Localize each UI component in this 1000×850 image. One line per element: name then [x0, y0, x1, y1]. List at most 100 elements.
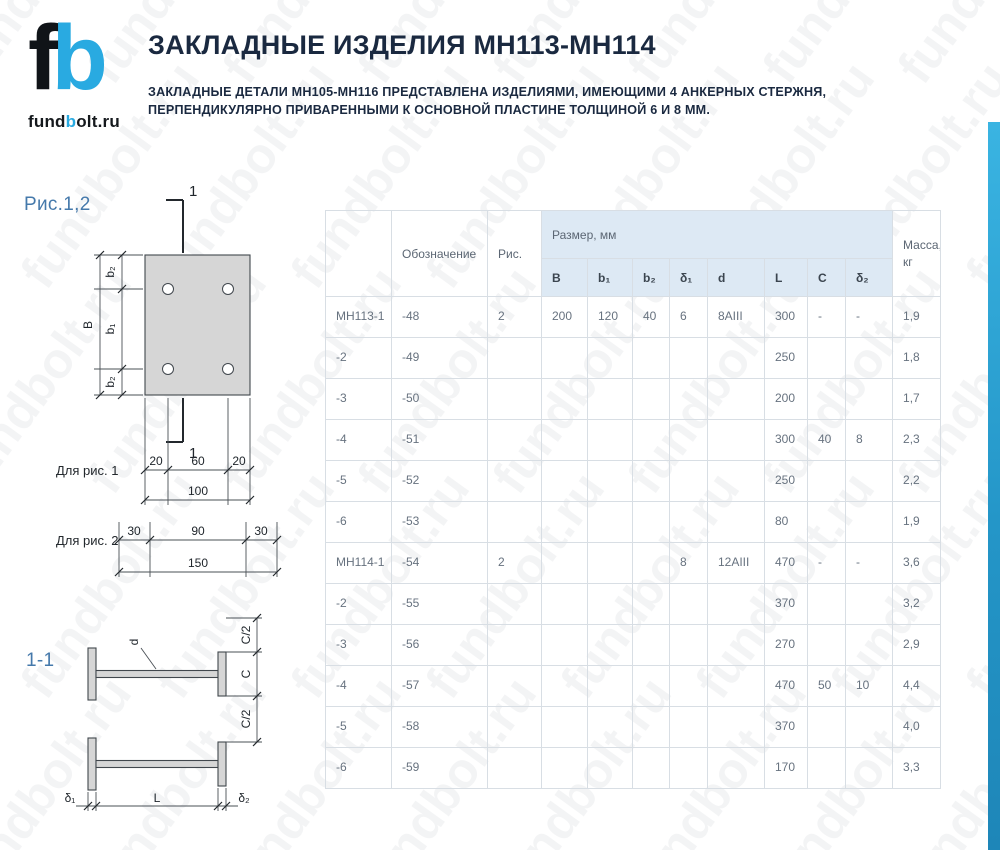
- anchor-head: [217, 651, 227, 697]
- table-cell: [844, 460, 894, 502]
- section-mark-top: 1: [189, 183, 197, 200]
- table-cell: [632, 706, 670, 748]
- table-cell: 40: [807, 419, 846, 461]
- table-cell: [632, 583, 670, 625]
- table-cell: [541, 624, 588, 666]
- table-cell: 120: [587, 296, 633, 338]
- row-label: -4: [325, 419, 392, 461]
- table-cell: [632, 665, 670, 707]
- table-cell: [707, 665, 765, 707]
- table-cell: [632, 747, 670, 789]
- dim-L: L: [154, 791, 161, 805]
- table-cell: -: [844, 296, 894, 338]
- table-cell: [487, 419, 542, 461]
- base-plate: [144, 254, 251, 396]
- table-cell: [487, 501, 542, 543]
- figure-plan-view: 1 1 b₂ b₁ b₂ B Для р: [56, 183, 282, 577]
- table-cell: 6: [669, 296, 708, 338]
- dim-ticks: [140, 465, 255, 475]
- table-cell: 10: [844, 665, 894, 707]
- site-url-fund: fund: [28, 111, 66, 131]
- table-cell: [487, 747, 542, 789]
- table-cell: [632, 419, 670, 461]
- column-header: δ₁: [669, 258, 708, 297]
- table-cell: 4,0: [892, 706, 942, 748]
- table-cell: [707, 501, 765, 543]
- dim-ticks: [114, 567, 282, 577]
- table-cell: [587, 665, 633, 707]
- row-label: -2: [325, 583, 392, 625]
- table-cell: [487, 460, 542, 502]
- table-cell: 300: [764, 419, 808, 461]
- table-cell: [669, 501, 708, 543]
- table-cell: [669, 665, 708, 707]
- anchor-hole: [222, 363, 234, 375]
- table-cell: -: [844, 542, 894, 584]
- table-cell: [541, 583, 588, 625]
- table-cell: -: [807, 296, 846, 338]
- table-cell: [487, 337, 542, 379]
- dim-ticks: [117, 250, 127, 400]
- table-cell: 3,2: [892, 583, 942, 625]
- table-cell: [669, 419, 708, 461]
- table-cell: [587, 460, 633, 502]
- table-cell: [487, 583, 542, 625]
- table-cell: 1,9: [892, 501, 942, 543]
- table-cell: [707, 378, 765, 420]
- table-cell: [807, 583, 846, 625]
- table-cell: 470: [764, 542, 808, 584]
- table-cell: -57: [391, 665, 488, 707]
- table-cell: [707, 337, 765, 379]
- table-cell: [487, 378, 542, 420]
- table-cell: [587, 706, 633, 748]
- table-cell: [587, 337, 633, 379]
- dim-total: 100: [188, 484, 208, 498]
- table-row: -5-58 370 4,0: [325, 706, 942, 748]
- dim-seg: 30: [127, 524, 141, 538]
- table-cell: 300: [764, 296, 808, 338]
- row-label: -2: [325, 337, 392, 379]
- dim-b2-bottom: b₂: [103, 376, 117, 388]
- table-cell: [632, 337, 670, 379]
- row-label: -5: [325, 706, 392, 748]
- table-cell: 1,7: [892, 378, 942, 420]
- table-cell: 2: [487, 296, 542, 338]
- column-header: [325, 210, 392, 297]
- row-label: -6: [325, 747, 392, 789]
- table-cell: -58: [391, 706, 488, 748]
- extension-lines-bottom: [87, 788, 227, 811]
- row-label: -5: [325, 460, 392, 502]
- leader-line-d: [140, 647, 157, 670]
- extension-lines-fig1: [144, 398, 251, 505]
- page-title: ЗАКЛАДНЫЕ ИЗДЕЛИЯ МН113-МН114: [148, 30, 656, 60]
- dim-seg: 20: [232, 454, 246, 468]
- dim-ticks: [140, 495, 255, 505]
- logo-letter-b: b: [51, 7, 108, 109]
- site-logo: fb fundbolt.ru: [28, 6, 138, 132]
- dim-d: d: [127, 639, 141, 646]
- table-cell: 250: [764, 337, 808, 379]
- table-cell: [844, 501, 894, 543]
- table-cell: [541, 501, 588, 543]
- table-cell: [707, 583, 765, 625]
- table-cell: 370: [764, 706, 808, 748]
- table-cell: 200: [764, 378, 808, 420]
- dim-total: 150: [188, 556, 208, 570]
- dim-c-half-top: C/2: [239, 625, 253, 644]
- table-cell: [807, 378, 846, 420]
- figure2-label: 1-1: [26, 650, 55, 671]
- table-cell: -54: [391, 542, 488, 584]
- table-cell: [669, 460, 708, 502]
- table-cell: 8: [669, 542, 708, 584]
- table-cell: -56: [391, 624, 488, 666]
- dim-seg: 90: [191, 524, 205, 538]
- row-label: -4: [325, 665, 392, 707]
